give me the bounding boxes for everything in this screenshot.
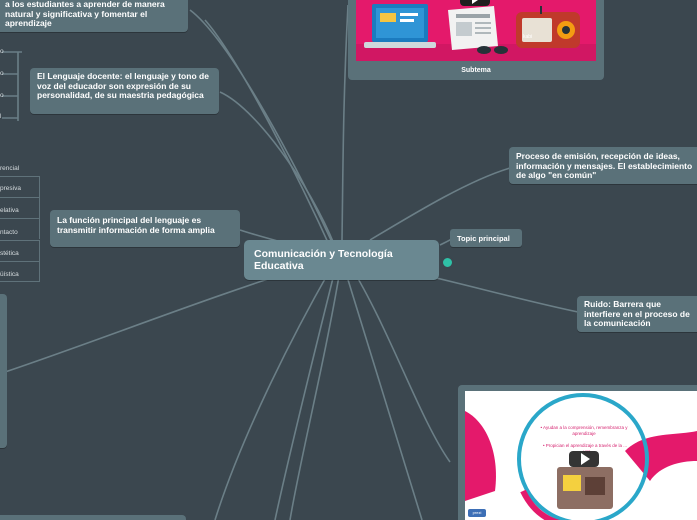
- media-icons-image: [356, 0, 596, 61]
- function-leaf[interactable]: rencial: [0, 165, 20, 172]
- bottom-partial-node[interactable]: [0, 515, 186, 520]
- function-leaf[interactable]: elativa: [0, 207, 19, 214]
- media-illustration: kabi: [356, 0, 596, 61]
- function-leaf[interactable]: ntacto: [0, 229, 18, 236]
- topic-proceso[interactable]: Proceso de emisión, recepción de ideas, …: [509, 147, 697, 184]
- leaf-label[interactable]: o: [0, 70, 4, 77]
- leaf-label[interactable]: l: [0, 113, 2, 120]
- topic-funcion-lenguaje-label: La función principal del lenguaje es tra…: [57, 215, 215, 235]
- function-leaf[interactable]: üística: [0, 271, 19, 278]
- topic-lenguaje-docente[interactable]: El Lenguaje docente: el lenguaje y tono …: [30, 68, 219, 114]
- topic-principal[interactable]: Topic principal: [450, 229, 522, 247]
- topic-ruido-label: Ruido: Barrera que interfiere en el proc…: [584, 299, 690, 328]
- central-topic[interactable]: Comunicación y Tecnología Educativa: [244, 240, 439, 280]
- leaf-label[interactable]: o: [0, 92, 4, 99]
- video-text-line-1: • Ayudan a la comprensión, remembranza y…: [540, 425, 628, 436]
- topic-lenguaje-docente-label: El Lenguaje docente: el lenguaje y tono …: [37, 71, 209, 100]
- play-button[interactable]: [569, 451, 599, 467]
- topic-principal-label: Topic principal: [457, 234, 510, 243]
- prezi-brand: prezi: [472, 510, 482, 515]
- prezi-badge: prezi: [468, 509, 486, 517]
- function-leaf-list: rencial presiva elativa ntacto stética ü…: [0, 160, 42, 285]
- leaf-label[interactable]: o: [0, 48, 4, 55]
- video-thumbnail: • Ayudan a la comprensión, remembranza y…: [465, 391, 697, 520]
- function-leaf[interactable]: stética: [0, 250, 19, 257]
- play-button[interactable]: [460, 0, 490, 6]
- radio-brand: kabi: [523, 34, 533, 40]
- topic-ruido[interactable]: Ruido: Barrera que interfiere en el proc…: [577, 296, 697, 332]
- topic-funcion-lenguaje[interactable]: La función principal del lenguaje es tra…: [50, 210, 240, 247]
- function-leaf[interactable]: presiva: [0, 185, 21, 192]
- image-card-caption: Subtema: [461, 67, 491, 74]
- prezi-slide-image: [465, 393, 697, 520]
- central-topic-label: Comunicación y Tecnología Educativa: [254, 248, 393, 272]
- left-partial-node[interactable]: [0, 294, 7, 448]
- add-node-handle[interactable]: [441, 256, 454, 269]
- topic-aprendizaje-label: a los estudiantes a aprender de manera n…: [5, 0, 165, 28]
- topic-aprendizaje[interactable]: a los estudiantes a aprender de manera n…: [0, 0, 188, 32]
- image-card-subtema[interactable]: kabi Subtema: [348, 0, 604, 80]
- topic-proceso-label: Proceso de emisión, recepción de ideas, …: [516, 151, 693, 180]
- video-card[interactable]: • Ayudan a la comprensión, remembranza y…: [458, 385, 697, 520]
